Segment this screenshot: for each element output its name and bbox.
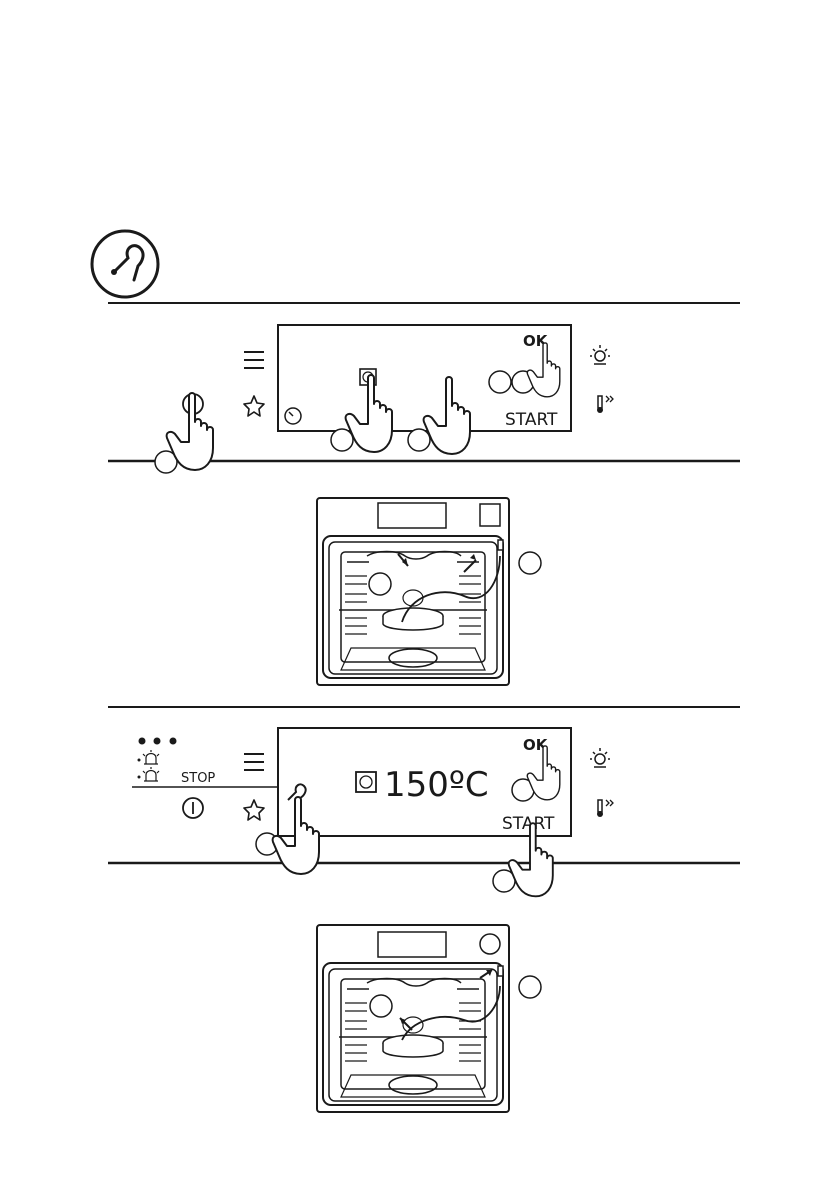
light-icon[interactable]	[590, 345, 610, 364]
step-marker	[331, 429, 353, 451]
step-marker	[408, 429, 430, 451]
control-panel-bottom: STOP 150ºC OK START	[108, 728, 740, 896]
oven-illustration-bottom	[317, 925, 541, 1112]
menu-icon[interactable]	[244, 754, 264, 770]
start-button[interactable]: START	[505, 410, 558, 430]
step-marker	[370, 995, 392, 1017]
fast-heat-up-icon[interactable]	[597, 396, 613, 413]
favourite-star-icon[interactable]	[244, 800, 264, 820]
alarm-icon	[138, 750, 160, 764]
stop-label[interactable]: STOP	[181, 771, 215, 786]
core-temperature-sensor-icon	[92, 231, 158, 297]
step-marker	[369, 573, 391, 595]
step-marker	[489, 371, 511, 393]
alarm-icon	[138, 767, 160, 781]
light-icon[interactable]	[590, 748, 610, 767]
control-panel-top: OK START	[108, 325, 740, 473]
favourite-star-icon[interactable]	[244, 396, 264, 416]
temperature-display: 150ºC	[384, 765, 489, 805]
step-marker	[519, 552, 541, 574]
menu-icon[interactable]	[244, 352, 264, 368]
fast-heat-up-icon[interactable]	[597, 800, 613, 817]
step-marker	[519, 976, 541, 998]
program-dots	[139, 738, 177, 745]
oven-illustration-top	[317, 498, 541, 685]
power-icon[interactable]	[183, 798, 203, 818]
start-button[interactable]: START	[502, 814, 555, 834]
